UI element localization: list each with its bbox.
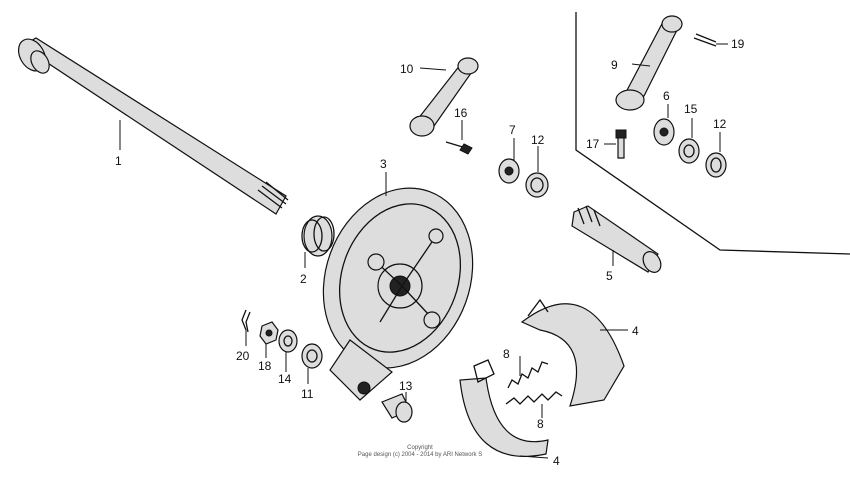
brake-cam (571, 205, 662, 273)
label-4-upper: 4 (632, 324, 639, 338)
label-11: 11 (301, 387, 314, 401)
label-3: 3 (380, 157, 387, 171)
label-8-upper: 8 (503, 347, 510, 361)
label-7: 7 (509, 123, 516, 137)
copyright-line2: Page design (c) 2004 - 2014 by ARI Netwo… (358, 452, 482, 458)
bolt-13 (381, 393, 413, 423)
label-12-left: 12 (531, 133, 545, 147)
brake-shoe-lower (459, 359, 549, 458)
brake-arm-10 (409, 57, 479, 137)
label-19: 19 (731, 37, 745, 51)
nut-18 (259, 321, 279, 345)
brake-arm-9 (615, 15, 683, 111)
label-18: 18 (258, 359, 272, 373)
brake-panel (322, 187, 474, 401)
label-10: 10 (400, 62, 414, 76)
label-16: 16 (454, 106, 468, 120)
seal-12b (705, 152, 727, 178)
pin-19 (693, 33, 717, 47)
label-2: 2 (300, 272, 307, 286)
label-15: 15 (684, 102, 698, 116)
bolt-17 (615, 129, 627, 159)
label-6: 6 (663, 89, 670, 103)
spring-lower (505, 391, 563, 405)
label-5: 5 (606, 269, 613, 283)
axle (17, 37, 289, 215)
indicator-plate (653, 118, 675, 146)
inset-divider (575, 12, 850, 255)
seal-11 (301, 343, 323, 369)
label-8-lower: 8 (537, 417, 544, 431)
label-12-right: 12 (713, 117, 727, 131)
label-13: 13 (399, 379, 413, 393)
washer-15 (678, 138, 700, 164)
label-17: 17 (586, 137, 600, 151)
copyright-line1: Copyright (407, 445, 433, 451)
washer-14 (278, 329, 298, 353)
spring-upper (507, 361, 549, 389)
collar (301, 215, 335, 257)
label-14: 14 (278, 372, 292, 386)
brake-shoe-upper (520, 298, 625, 407)
bolt-16 (445, 141, 473, 155)
label-9: 9 (611, 58, 618, 72)
washer-7 (498, 158, 520, 184)
cotter-pin-20 (241, 309, 251, 333)
label-4-lower: 4 (553, 454, 560, 468)
label-20: 20 (236, 349, 250, 363)
label-1: 1 (115, 154, 122, 168)
seal-12a (525, 172, 549, 198)
